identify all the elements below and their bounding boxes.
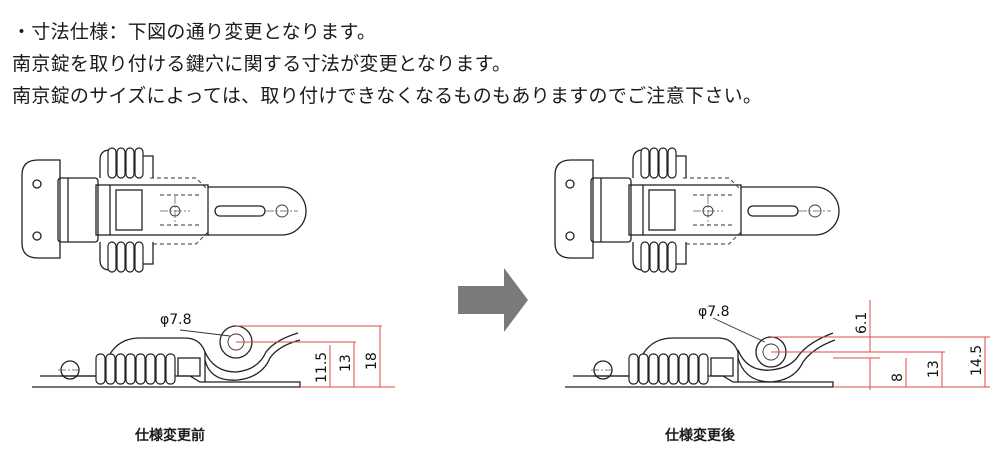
before-dim-18: 18: [364, 352, 380, 370]
after-dimensions: 6.1 8 13 14.5: [771, 300, 990, 390]
caption-before: 仕様変更前: [135, 428, 205, 444]
after-dim-13: 13: [926, 360, 942, 378]
before-side-view: φ7.8 11.5 13 18: [31, 312, 395, 388]
note-line-3: 南京錠のサイズによっては、取り付けできなくなるものもありますのでご注意下さい。: [12, 85, 763, 107]
note-line-1: ・寸法仕様：下図の通り変更となります。: [12, 21, 377, 43]
after-dim-8: 8: [890, 373, 906, 382]
before-dim-13: 13: [338, 354, 354, 372]
before-dim-11-5: 11.5: [314, 352, 330, 383]
after-top-view: [554, 147, 840, 273]
before-diameter-label: φ7.8: [160, 312, 192, 328]
after-dim-14-5: 14.5: [969, 345, 985, 376]
after-dim-6-1: 6.1: [854, 312, 870, 334]
caption-after: 仕様変更後: [665, 428, 735, 444]
spec-notes: ・寸法仕様：下図の通り変更となります。 南京錠を取り付ける鍵穴に関する寸法が変更…: [12, 16, 992, 112]
after-diameter-label: φ7.8: [698, 304, 730, 320]
before-top-view: [21, 147, 307, 273]
note-line-2: 南京錠を取り付ける鍵穴に関する寸法が変更となります。: [12, 53, 512, 75]
transition-arrow: [458, 268, 528, 332]
after-side-view: φ7.8: [564, 304, 836, 388]
